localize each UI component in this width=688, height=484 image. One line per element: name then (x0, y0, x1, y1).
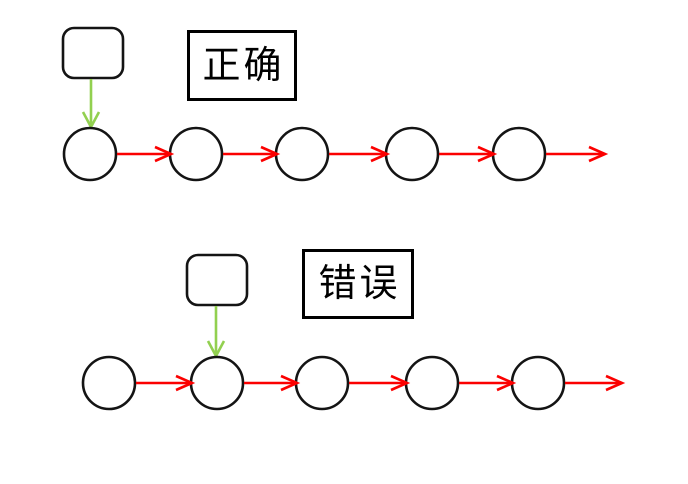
list-node (294, 355, 350, 411)
list-node (404, 355, 460, 411)
list-node (384, 126, 440, 182)
list-node (274, 126, 330, 182)
wrong-label: 错误 (318, 263, 401, 305)
list-node (510, 355, 566, 411)
list-node (491, 126, 547, 182)
wrong-label-box: 错误 (302, 249, 414, 319)
head-pointer-box (185, 253, 249, 307)
wrong-section (81, 253, 626, 411)
correct-label: 正确 (202, 44, 285, 87)
correct-label-box: 正确 (187, 30, 297, 101)
list-node (81, 355, 137, 411)
head-pointer-box (61, 26, 125, 80)
list-node (189, 355, 245, 411)
correct-section (61, 26, 609, 182)
list-node (62, 126, 118, 182)
list-node (168, 126, 224, 182)
